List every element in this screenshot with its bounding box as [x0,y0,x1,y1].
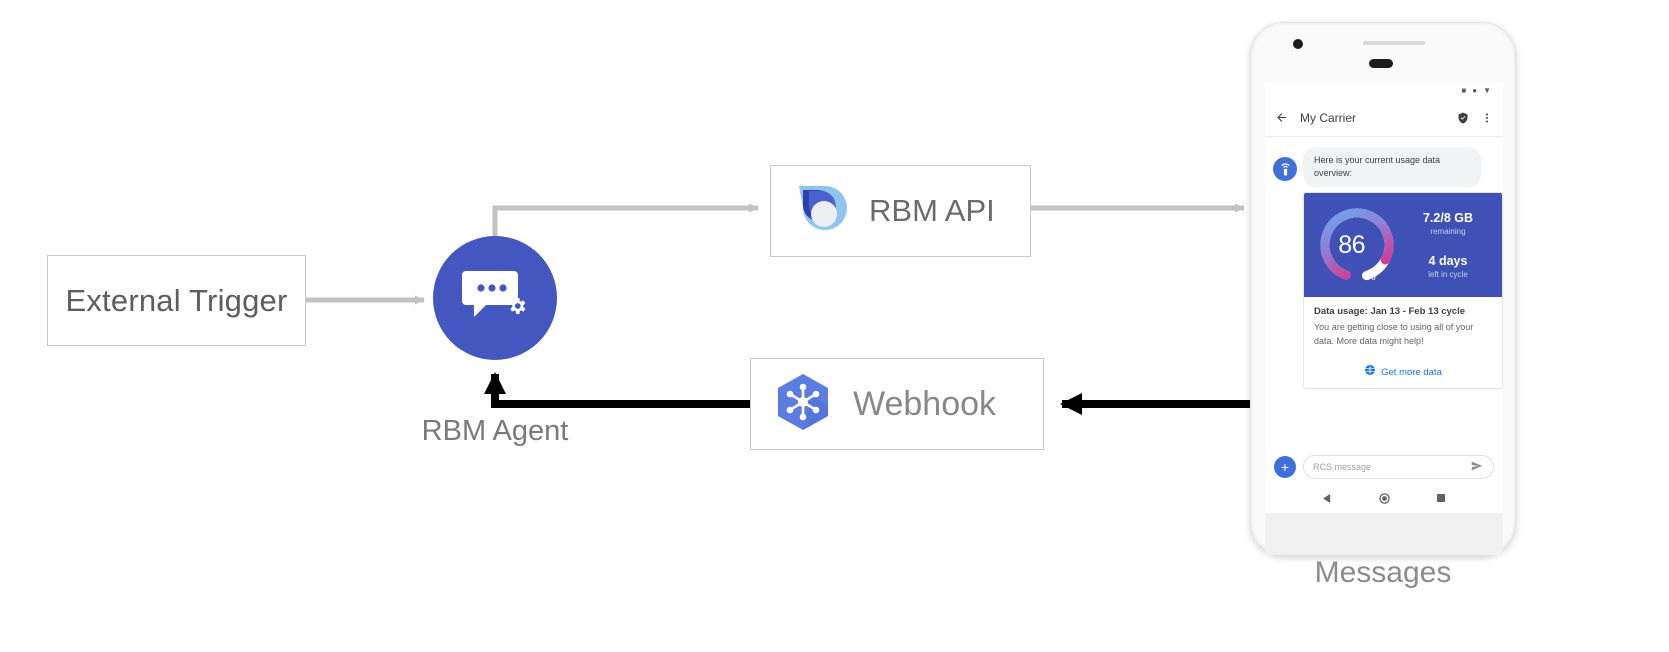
plus-icon[interactable]: + [1274,456,1296,478]
carrier-signal-icon [1273,157,1297,181]
phone-screen: ■ ● ▼ My Carrier [1265,83,1503,513]
globe-icon [1364,363,1376,381]
rbm-agent-node[interactable] [433,236,557,360]
webhook-box[interactable]: Webhook [750,358,1044,450]
stat-data-remaining-value: 7.2/8 GB [1422,211,1474,226]
stat-spacer [1400,236,1496,254]
front-camera-icon [1293,39,1303,49]
webhook-label: Webhook [853,384,997,423]
nav-recents-square-icon[interactable] [1437,494,1446,502]
external-trigger-box[interactable]: External Trigger [47,255,306,346]
cloud-functions-hexagon-icon [778,374,828,430]
status-bar: ■ ● ▼ [1265,83,1503,99]
stat-days-left-label: left in cycle [1428,269,1468,279]
app-bar: My Carrier [1265,99,1503,137]
rbm-droplet-logo [799,186,847,230]
signal-icon: ■ [1461,86,1467,95]
send-icon[interactable] [1470,459,1484,475]
phone-screen-lower-fill [1265,513,1503,555]
battery-icon: ▼ [1483,86,1491,95]
get-more-data-button[interactable]: Get more data [1304,354,1502,388]
nav-back-triangle-icon[interactable] [1322,493,1332,503]
card-body: Data usage: Jan 13 - Feb 13 cycle You ar… [1304,297,1502,354]
phone-caption: Messages [1314,556,1452,589]
connector-agent-to-api [492,203,759,236]
verified-shield-icon [1457,112,1469,124]
more-vert-icon[interactable] [1481,112,1493,124]
card-hero: 86 % 7.2/8 GB remaining 4 days left in c… [1304,193,1502,298]
hero-stats: 7.2/8 GB remaining 4 days left in cycle [1400,211,1502,278]
gauge-percent-symbol: % [1366,271,1376,284]
rbm-api-box[interactable]: RBM API [770,165,1031,257]
get-more-data-label: Get more data [1381,366,1442,378]
message-bubble: Here is your current usage data overview… [1303,147,1481,188]
rich-card[interactable]: 86 % 7.2/8 GB remaining 4 days left in c… [1303,192,1503,390]
rcs-message-input[interactable]: RCS message [1303,455,1494,479]
external-trigger-label: External Trigger [65,282,288,318]
stat-data-remaining-label: remaining [1430,227,1466,237]
android-nav-bar [1265,483,1503,513]
connector-webhook-to-agent [484,372,750,408]
conversation-title: My Carrier [1300,110,1356,125]
card-description: You are getting close to using all of yo… [1314,322,1474,346]
wifi-dot-icon: ● [1472,86,1478,95]
gauge-percent-value: 86 [1338,230,1366,259]
incoming-message-row: Here is your current usage data overview… [1273,147,1495,188]
back-arrow-icon[interactable] [1275,111,1288,124]
phone-mockup: ■ ● ▼ My Carrier [1250,22,1516,556]
data-usage-gauge: 86 % [1314,202,1400,288]
conversation-thread: Here is your current usage data overview… [1265,137,1503,467]
sensor-slot [1369,59,1393,68]
rbm-agent-label: RBM Agent [421,415,569,447]
earpiece-speaker [1363,41,1425,45]
message-composer: + RCS message [1265,455,1503,479]
phone-top-bezel [1251,23,1515,85]
chat-bubble-gear-icon [462,271,526,317]
stat-days-left-value: 4 days [1428,254,1468,269]
rcs-message-placeholder: RCS message [1313,462,1372,472]
gauge-value-group: 86 % [1314,202,1400,288]
nav-home-circle-icon[interactable] [1379,492,1390,504]
rbm-api-label: RBM API [869,193,995,228]
card-title: Data usage: Jan 13 - Feb 13 cycle [1314,306,1466,318]
